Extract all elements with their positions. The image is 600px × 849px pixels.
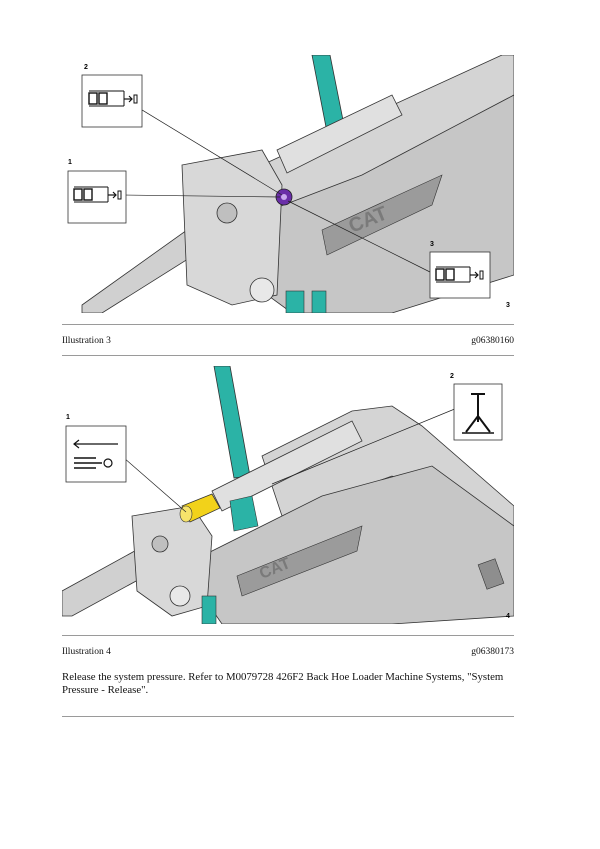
caption-row: Illustration 3 g06380160 [62, 336, 514, 346]
callout-box-2 [453, 383, 503, 441]
illustration-4-graphic: CAT [62, 366, 514, 624]
instruction-text: Release the system pressure. Refer to M0… [62, 671, 504, 696]
teal-clamp [229, 495, 259, 532]
callout-box-1 [65, 425, 127, 483]
callout-number: 1 [68, 159, 72, 166]
divider [62, 324, 514, 325]
lower-pin [249, 277, 275, 303]
teal-cylinder-upper [213, 366, 251, 479]
divider [62, 355, 514, 356]
lower-pin [169, 585, 191, 607]
yellow-pin-end [179, 505, 193, 523]
illustration-4: CAT [62, 366, 514, 624]
corner-number: 4 [506, 613, 510, 620]
leader-line-1 [121, 194, 281, 198]
callout-box-1 [67, 170, 127, 224]
pivot-pin [216, 202, 238, 224]
teal-stand-right [311, 290, 327, 313]
leader-line-2 [123, 98, 283, 196]
illustration-3-graphic: CAT [67, 55, 514, 313]
divider [62, 635, 514, 636]
illustration-caption: Illustration 4 [62, 647, 111, 657]
leader-line-3 [287, 200, 433, 274]
graphic-id: g06380160 [471, 336, 514, 346]
hydraulic-fitting-center [281, 194, 287, 200]
callout-number: 2 [84, 64, 88, 71]
caption-row: Illustration 4 g06380173 [62, 647, 514, 657]
callout-number: 1 [66, 414, 70, 421]
teal-cylinder-upper [311, 55, 345, 128]
illustration-caption: Illustration 3 [62, 336, 111, 346]
callout-box-2 [81, 74, 143, 128]
pivot-bracket [181, 149, 283, 306]
leader-line-2 [271, 405, 463, 485]
teal-stand-left [285, 290, 305, 313]
boom-panel-cat [236, 525, 363, 597]
callout-number: 3 [430, 241, 434, 248]
corner-number: 3 [506, 302, 510, 309]
graphic-id: g06380173 [471, 647, 514, 657]
cylinder-rod [276, 94, 403, 174]
teal-stand [201, 595, 217, 624]
decal-plate [477, 558, 505, 590]
illustration-3: CAT [62, 55, 514, 313]
boom-panel-cat [321, 174, 443, 256]
pivot-pin [151, 535, 169, 553]
divider [62, 716, 514, 717]
cylinder-rod [211, 420, 363, 512]
callout-box-3 [429, 251, 491, 299]
leader-line-1 [115, 450, 187, 513]
callout-number: 2 [450, 373, 454, 380]
